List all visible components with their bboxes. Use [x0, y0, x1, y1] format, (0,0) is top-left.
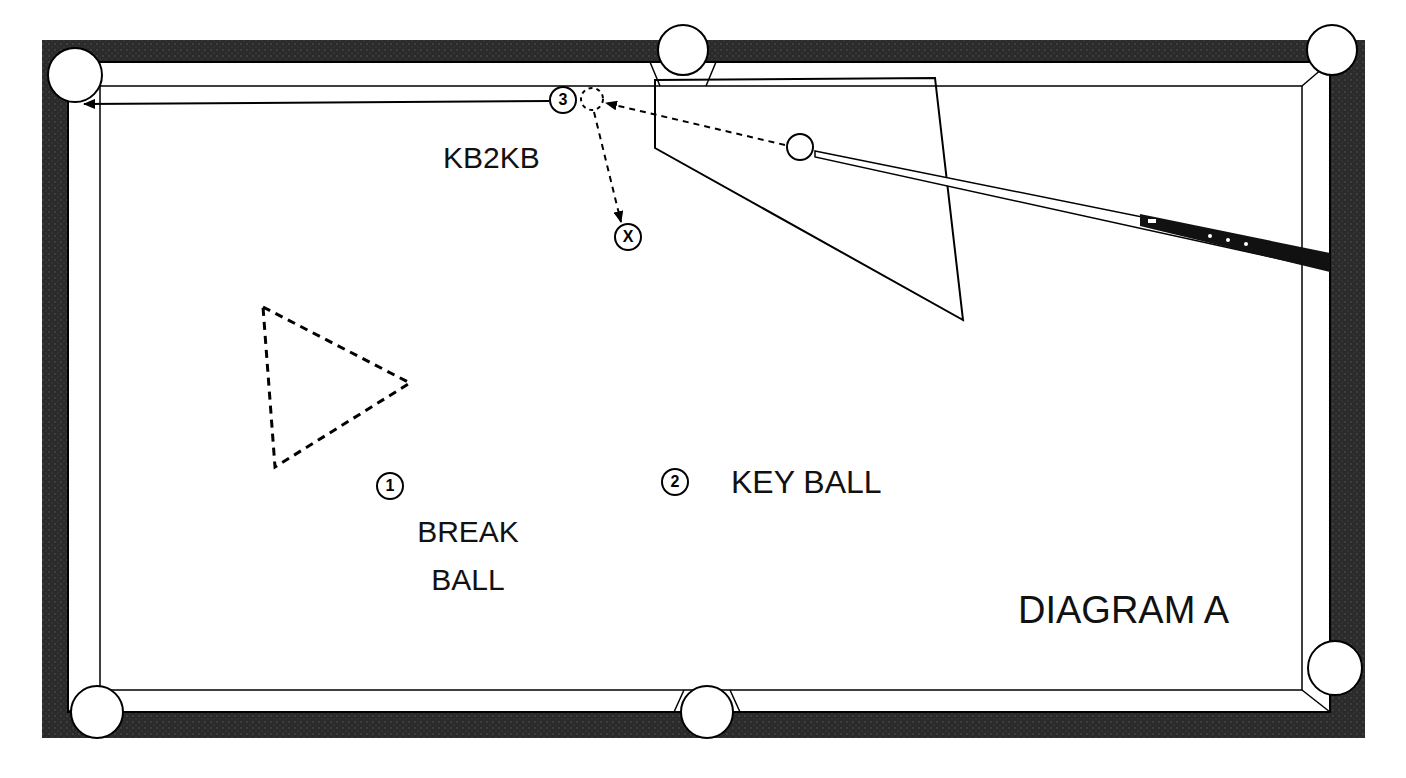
shot-label: KB2KB [443, 140, 540, 176]
target-mark: X [614, 223, 642, 251]
ball-number: 2 [661, 468, 689, 496]
ball-text: 1 [386, 478, 395, 494]
ball-text: X [623, 229, 634, 245]
ball-text: 3 [559, 92, 568, 108]
ball-text: 2 [671, 474, 680, 490]
diagram-title: DIAGRAM A [1018, 588, 1229, 632]
ball-label: KEY BALL [731, 463, 882, 501]
ball-number: 3 [549, 86, 577, 114]
ball-number: 1 [376, 472, 404, 500]
ball-label: BREAK BALL [393, 508, 543, 604]
